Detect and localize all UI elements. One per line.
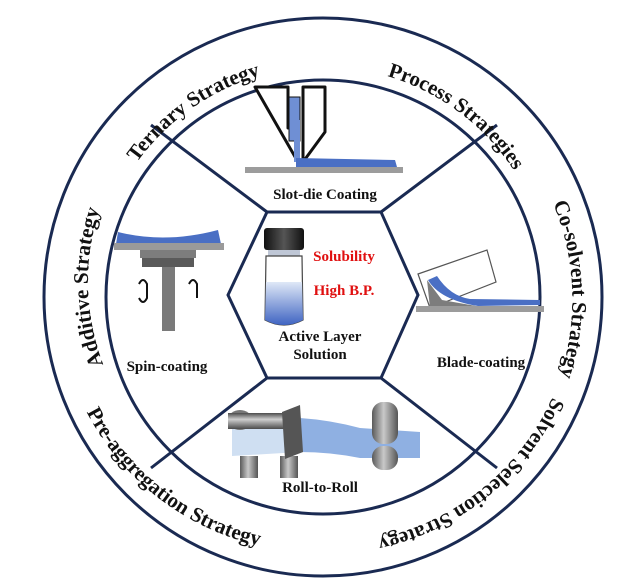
solubility-label: Solubility (313, 249, 375, 265)
vial-illustration (264, 228, 304, 326)
outer-ring-circle (42, 16, 604, 578)
ternary-strategy-label: Ternary Strategy (122, 57, 263, 165)
active-layer-label: Active Layer (279, 329, 362, 345)
high-bp-label: High B.P. (314, 283, 375, 299)
inner-ring-circle (104, 78, 542, 516)
cosolvent-strategy-label: Co-solvent Strategy (548, 196, 591, 382)
blade-coating-illustration (416, 249, 544, 312)
segment-dividers (150, 123, 498, 470)
blade-coating-caption: Blade-coating (437, 355, 526, 371)
roll-to-roll-illustration (228, 402, 420, 478)
roll-to-roll-caption: Roll-to-Roll (282, 480, 358, 496)
spin-coating-illustration (114, 230, 224, 331)
spin-coating-caption: Spin-coating (127, 359, 208, 375)
additive-strategy-label: Additive Strategy (69, 203, 108, 370)
slot-die-illustration (245, 85, 403, 173)
slot-die-caption: Slot-die Coating (273, 187, 377, 203)
solution-label: Solution (293, 347, 347, 363)
